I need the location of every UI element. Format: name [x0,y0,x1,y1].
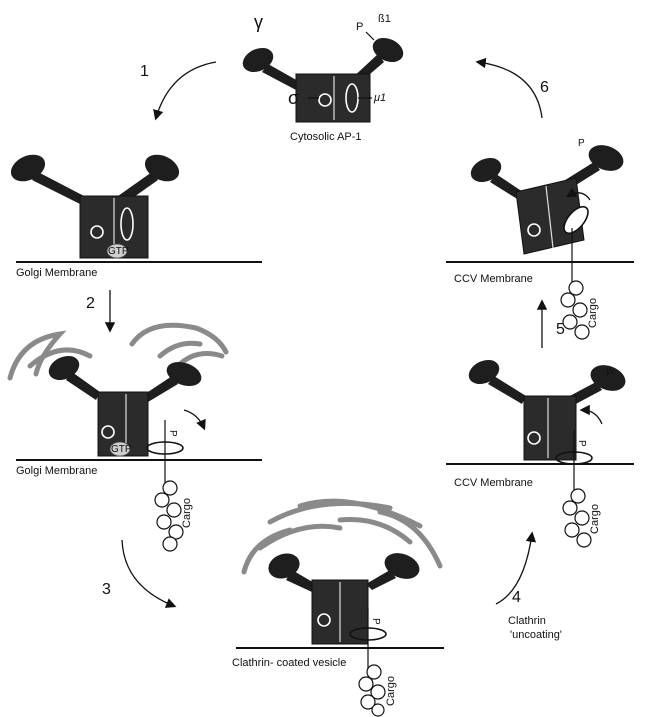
golgi-ap1-gtp: GTP [7,150,184,258]
step-number-2: 2 [86,295,95,312]
phospho-label: P [356,21,363,33]
clathrin-coated-vesicle-complex [244,501,440,672]
cargo-label-2: Cargo [181,498,193,528]
phospho-label-4: P [606,368,613,379]
phospho-label-5: P [578,138,585,149]
mu1-label: μ1 [373,92,386,104]
cargo-chain-4 [563,489,591,547]
ccv-membrane-label-2: CCV Membrane [454,477,533,489]
beta1-label: ß1 [378,13,391,25]
gtp-label-2: GTP [111,444,132,455]
cargo-chain-2 [155,481,183,551]
cargo-chain-3 [359,665,385,716]
gtp-label-1: GTP [108,246,129,257]
ccv-membrane-label-1: CCV Membrane [454,273,533,285]
phospho-label-2: P [167,430,178,437]
sigma-label: σ [288,88,299,108]
vesicle-label: Clathrin- coated vesicle [232,657,346,669]
uncoating-label-line1: Clathrin [508,615,546,627]
step-number-5: 5 [556,321,565,338]
step-number-6: 6 [540,79,549,96]
uncoating-label-line2: 'uncoating' [510,629,562,641]
step-number-1: 1 [140,63,149,80]
cytosolic-label: Cytosolic AP-1 [290,131,362,143]
arrow-step-1 [156,62,216,118]
cargo-label-4: Cargo [589,504,601,534]
cargo-label-5: Cargo [587,298,599,328]
arrow-step-6 [478,62,542,118]
ccv-ap1-uncoated [465,355,629,490]
phospho-label-4b: P [576,440,587,447]
phospho-label-3: P [370,618,381,625]
step-number-3: 3 [102,581,111,598]
cytosolic-ap1-complex [239,32,407,122]
step-number-4: 4 [512,589,521,606]
cargo-label-3: Cargo [385,676,397,706]
golgi-membrane-label-1: Golgi Membrane [16,267,97,279]
golgi-membrane-label-2: Golgi Membrane [16,465,97,477]
cargo-chain-5 [561,281,589,339]
ccv-ap1-tilted [467,141,627,282]
gamma-label: γ [254,12,263,32]
